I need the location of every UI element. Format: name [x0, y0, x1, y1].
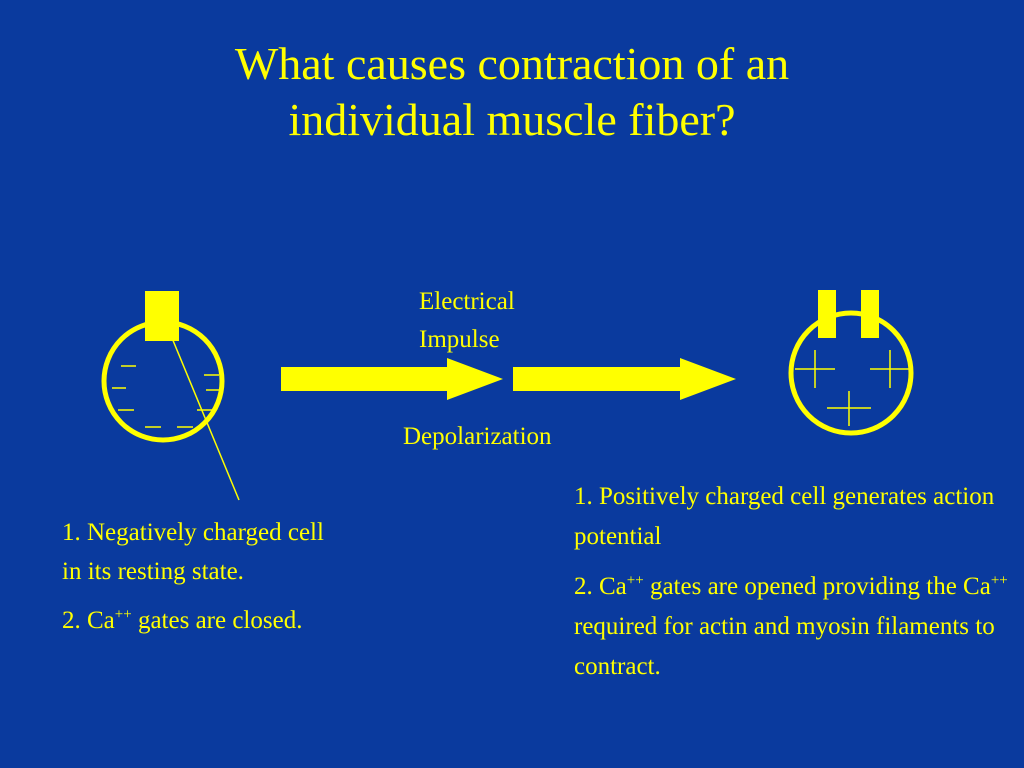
positive-charges: [795, 350, 910, 426]
resting-cell: [101, 291, 240, 501]
title-line-1: What causes contraction of an: [234, 38, 790, 89]
depolarization-label: Depolarization: [403, 423, 552, 450]
arrow-2: [513, 358, 736, 400]
open-ca-gate-right: [861, 290, 879, 338]
right-note-2: 2. Ca++ gates are opened providing the C…: [574, 572, 1008, 680]
slide-title: What causes contraction of an individual…: [0, 36, 1024, 148]
arrow-1: [281, 358, 503, 400]
depolarized-cell: [788, 290, 914, 436]
title-line-2: individual muscle fiber?: [288, 94, 736, 145]
pointer-line: [171, 337, 240, 501]
open-ca-gate-left: [818, 290, 836, 338]
depolarized-cell-membrane: [788, 310, 914, 436]
right-note-1: 1. Positively charged cell generates act…: [574, 483, 995, 550]
electrical-impulse-line-2: Impulse: [419, 326, 500, 353]
left-notes: 1. Negatively charged cell in its restin…: [62, 513, 324, 650]
electrical-impulse-label: Electrical Impulse: [419, 283, 515, 359]
right-notes: 1. Positively charged cell generates act…: [574, 477, 1014, 697]
negative-charges: [112, 365, 221, 428]
electrical-impulse-line-1: Electrical: [419, 288, 515, 315]
left-note-2: 2. Ca++ gates are closed.: [62, 606, 303, 634]
left-note-1: 1. Negatively charged cell in its restin…: [62, 519, 324, 585]
closed-ca-gate: [145, 291, 179, 341]
impulse-arrows: [281, 358, 736, 400]
